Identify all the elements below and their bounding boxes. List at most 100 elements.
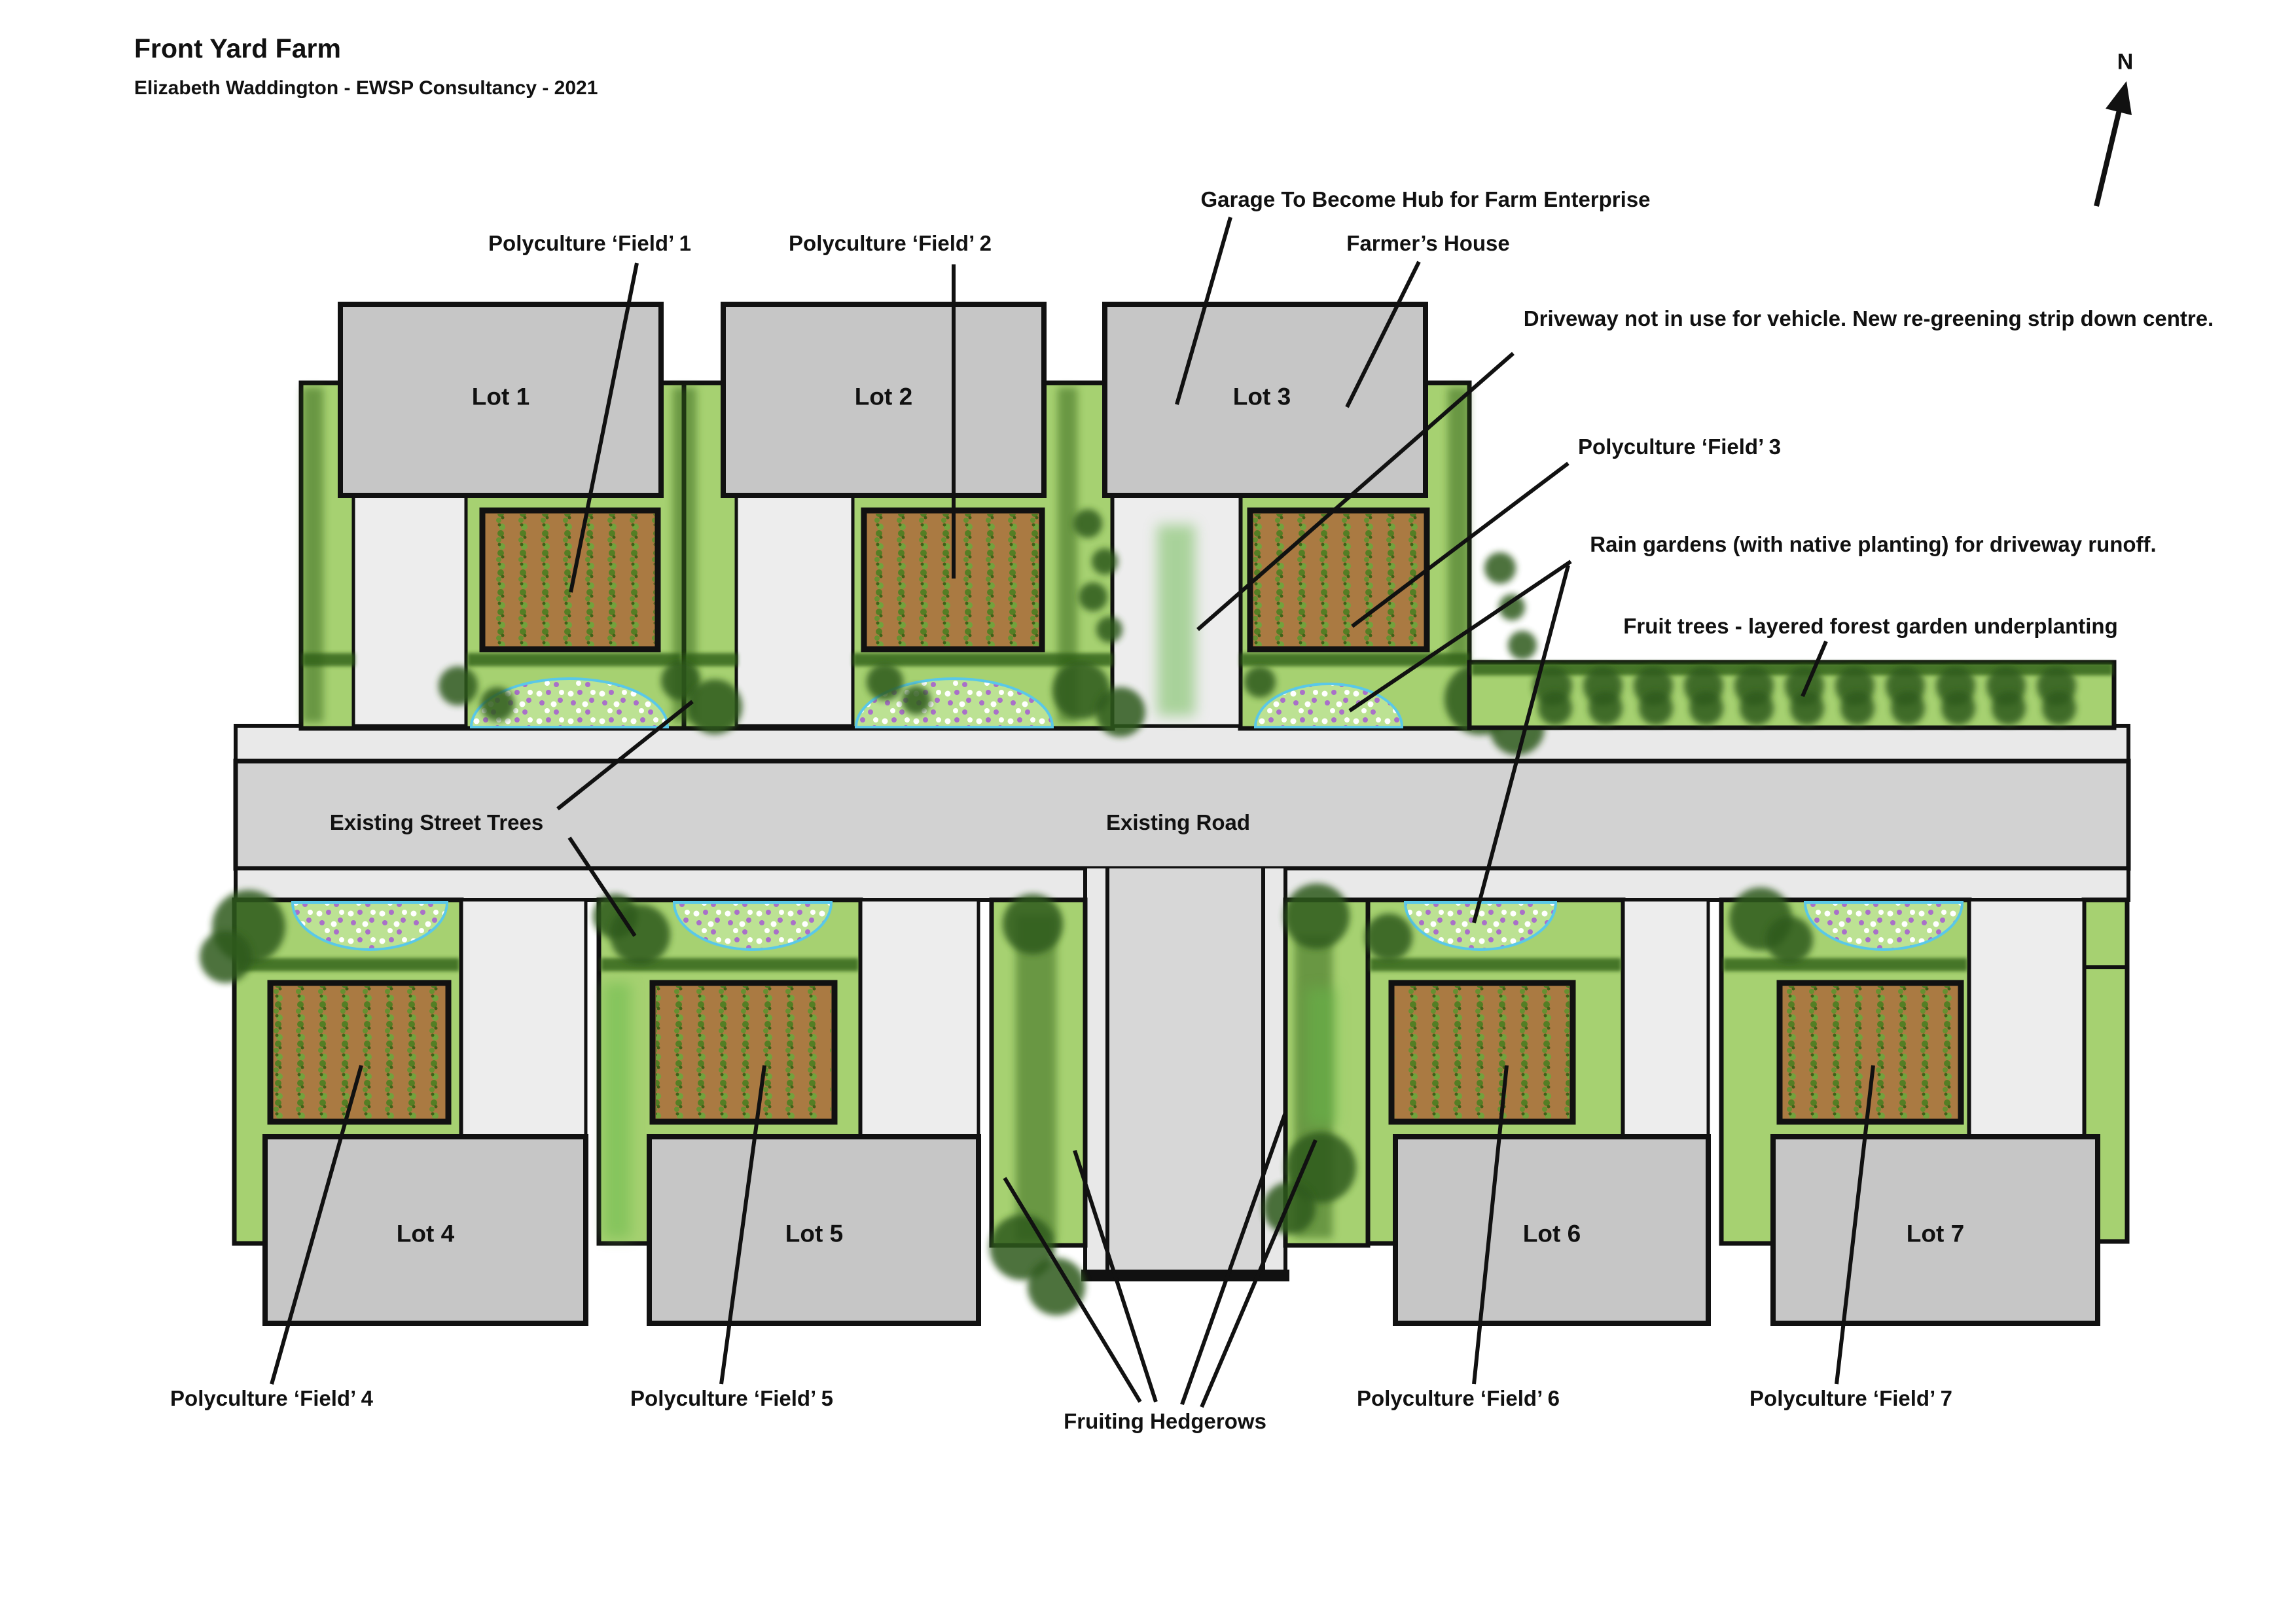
rain-garden-3 xyxy=(1253,683,1404,728)
rain-garden-7 xyxy=(1803,901,1964,951)
garden-tree xyxy=(1079,582,1107,611)
existing-road-surface xyxy=(233,758,2131,871)
street-tree xyxy=(1766,916,1813,963)
fruit-tree-strip xyxy=(1467,660,2117,730)
annotation-fruiting-hedgerows: Fruiting Hedgerows xyxy=(1064,1408,1266,1433)
street-tree xyxy=(1052,662,1110,719)
central-driveway xyxy=(1107,868,1263,1273)
crop-rows xyxy=(1395,986,1570,1118)
street-tree xyxy=(867,664,903,700)
lot-6-house xyxy=(1393,1134,1711,1326)
bottom-sidewalk-right xyxy=(1283,866,2130,902)
rain-garden-5 xyxy=(672,901,833,951)
hedge-line xyxy=(853,653,1113,666)
bottom-sidewalk-left xyxy=(234,866,1087,902)
north-label: N xyxy=(2117,49,2134,75)
leader-line-driveway xyxy=(1196,351,1515,632)
street-tree xyxy=(439,666,478,705)
leader-lines xyxy=(270,217,1875,1408)
crop-rows xyxy=(656,986,831,1118)
rain-garden-4 xyxy=(291,901,449,951)
garden-tree xyxy=(1073,509,1102,538)
hedge-line xyxy=(302,653,355,666)
leader-line-hedgerow-2 xyxy=(1073,1150,1158,1402)
hedgerow xyxy=(302,387,323,722)
lot-3-label: Lot 3 xyxy=(1232,383,1291,410)
lot-4-label: Lot 4 xyxy=(396,1220,455,1247)
street-tree xyxy=(1365,914,1412,961)
annotation-field-7: Polyculture ‘Field’ 7 xyxy=(1749,1385,1952,1410)
lot-5-label: Lot 5 xyxy=(785,1220,844,1247)
leader-line-field-3 xyxy=(1351,461,1570,628)
hedge-line xyxy=(1370,958,1621,971)
lot-5-house xyxy=(647,1134,981,1326)
lot-2-driveway xyxy=(734,493,855,728)
lot-4-house xyxy=(262,1134,588,1326)
crop-rows xyxy=(1253,514,1424,646)
street-tree xyxy=(687,679,742,734)
soft-planting-strip xyxy=(1306,988,1336,1126)
leader-line-field-6 xyxy=(1472,1065,1509,1385)
street-tree xyxy=(1244,666,1276,698)
leader-line-fruit-trees xyxy=(1801,640,1828,698)
lot-2-label: Lot 2 xyxy=(854,383,913,410)
lot-1-label: Lot 1 xyxy=(471,383,530,410)
rain-garden-6 xyxy=(1403,901,1558,951)
hedgerow-tree xyxy=(1028,1258,1085,1315)
leader-line-street-trees-up xyxy=(556,700,694,811)
annotation-garage: Garage To Become Hub for Farm Enterprise xyxy=(1200,187,1651,211)
leader-line-hedgerow-3 xyxy=(1180,1111,1287,1406)
regreening-strip xyxy=(1157,525,1195,716)
fruit-tree-row xyxy=(1533,666,2076,725)
leader-line-field-5 xyxy=(719,1065,766,1385)
annotation-fruit-trees: Fruit trees - layered forest garden unde… xyxy=(1623,613,2118,638)
hedgerow-tree xyxy=(1285,1132,1356,1203)
bottom-lots xyxy=(200,883,2130,1326)
crop-rows xyxy=(274,986,445,1118)
rain-garden-2 xyxy=(854,677,1054,728)
central-driveway-end-barrier xyxy=(1081,1270,1289,1281)
north-arrow-icon xyxy=(2094,81,2132,207)
garden-tree xyxy=(1484,552,1516,584)
lot-5-driveway xyxy=(859,898,980,1139)
soft-planting-strip xyxy=(603,983,631,1238)
top-sidewalk xyxy=(234,724,2130,763)
garden-tree xyxy=(1096,616,1122,643)
annotation-farmers-house: Farmer’s House xyxy=(1346,230,1510,255)
lot-6-driveway xyxy=(1621,898,1710,1139)
lot-6-label: Lot 6 xyxy=(1522,1220,1581,1247)
lot-2-house xyxy=(721,302,1047,498)
street-tree xyxy=(1284,883,1350,949)
leader-line-hedgerow-4 xyxy=(1200,1139,1318,1408)
hedge-line xyxy=(467,653,681,666)
street-tree xyxy=(902,686,931,715)
leader-line-farmers-house xyxy=(1345,260,1421,408)
lot-7-house xyxy=(1770,1134,2100,1326)
annotation-field-5: Polyculture ‘Field’ 5 xyxy=(630,1385,833,1410)
street-tree xyxy=(200,931,252,983)
annotation-field-2: Polyculture ‘Field’ 2 xyxy=(789,230,992,255)
top-lots xyxy=(298,302,1545,755)
lot-7-driveway xyxy=(1967,898,2086,1139)
lot-7-label: Lot 7 xyxy=(1906,1220,1965,1247)
leader-line-garage xyxy=(1175,217,1232,405)
page-subtitle: Elizabeth Waddington - EWSP Consultancy … xyxy=(134,77,598,99)
garden-tree xyxy=(1508,631,1537,660)
annotation-existing-road: Existing Road xyxy=(1105,810,1251,834)
hedgerow xyxy=(1448,387,1469,662)
street-tree xyxy=(1003,894,1063,954)
page-title: Front Yard Farm xyxy=(134,33,341,63)
annotation-field-3: Polyculture ‘Field’ 3 xyxy=(1578,434,1781,459)
garden-tree xyxy=(1092,548,1118,575)
annotation-driveway-note: Driveway not in use for vehicle. New re-… xyxy=(1523,306,2214,330)
hedgerow-tree xyxy=(1263,1182,1316,1234)
annotation-field-6: Polyculture ‘Field’ 6 xyxy=(1357,1385,1560,1410)
hedge-line xyxy=(1723,958,1967,971)
annotation-field-1: Polyculture ‘Field’ 1 xyxy=(488,230,691,255)
road-corridor xyxy=(233,724,2131,1281)
central-driveway-flank-left xyxy=(1085,868,1107,1273)
leader-line-rain-garden-top xyxy=(1348,560,1572,713)
leader-line-field-1 xyxy=(569,262,639,593)
